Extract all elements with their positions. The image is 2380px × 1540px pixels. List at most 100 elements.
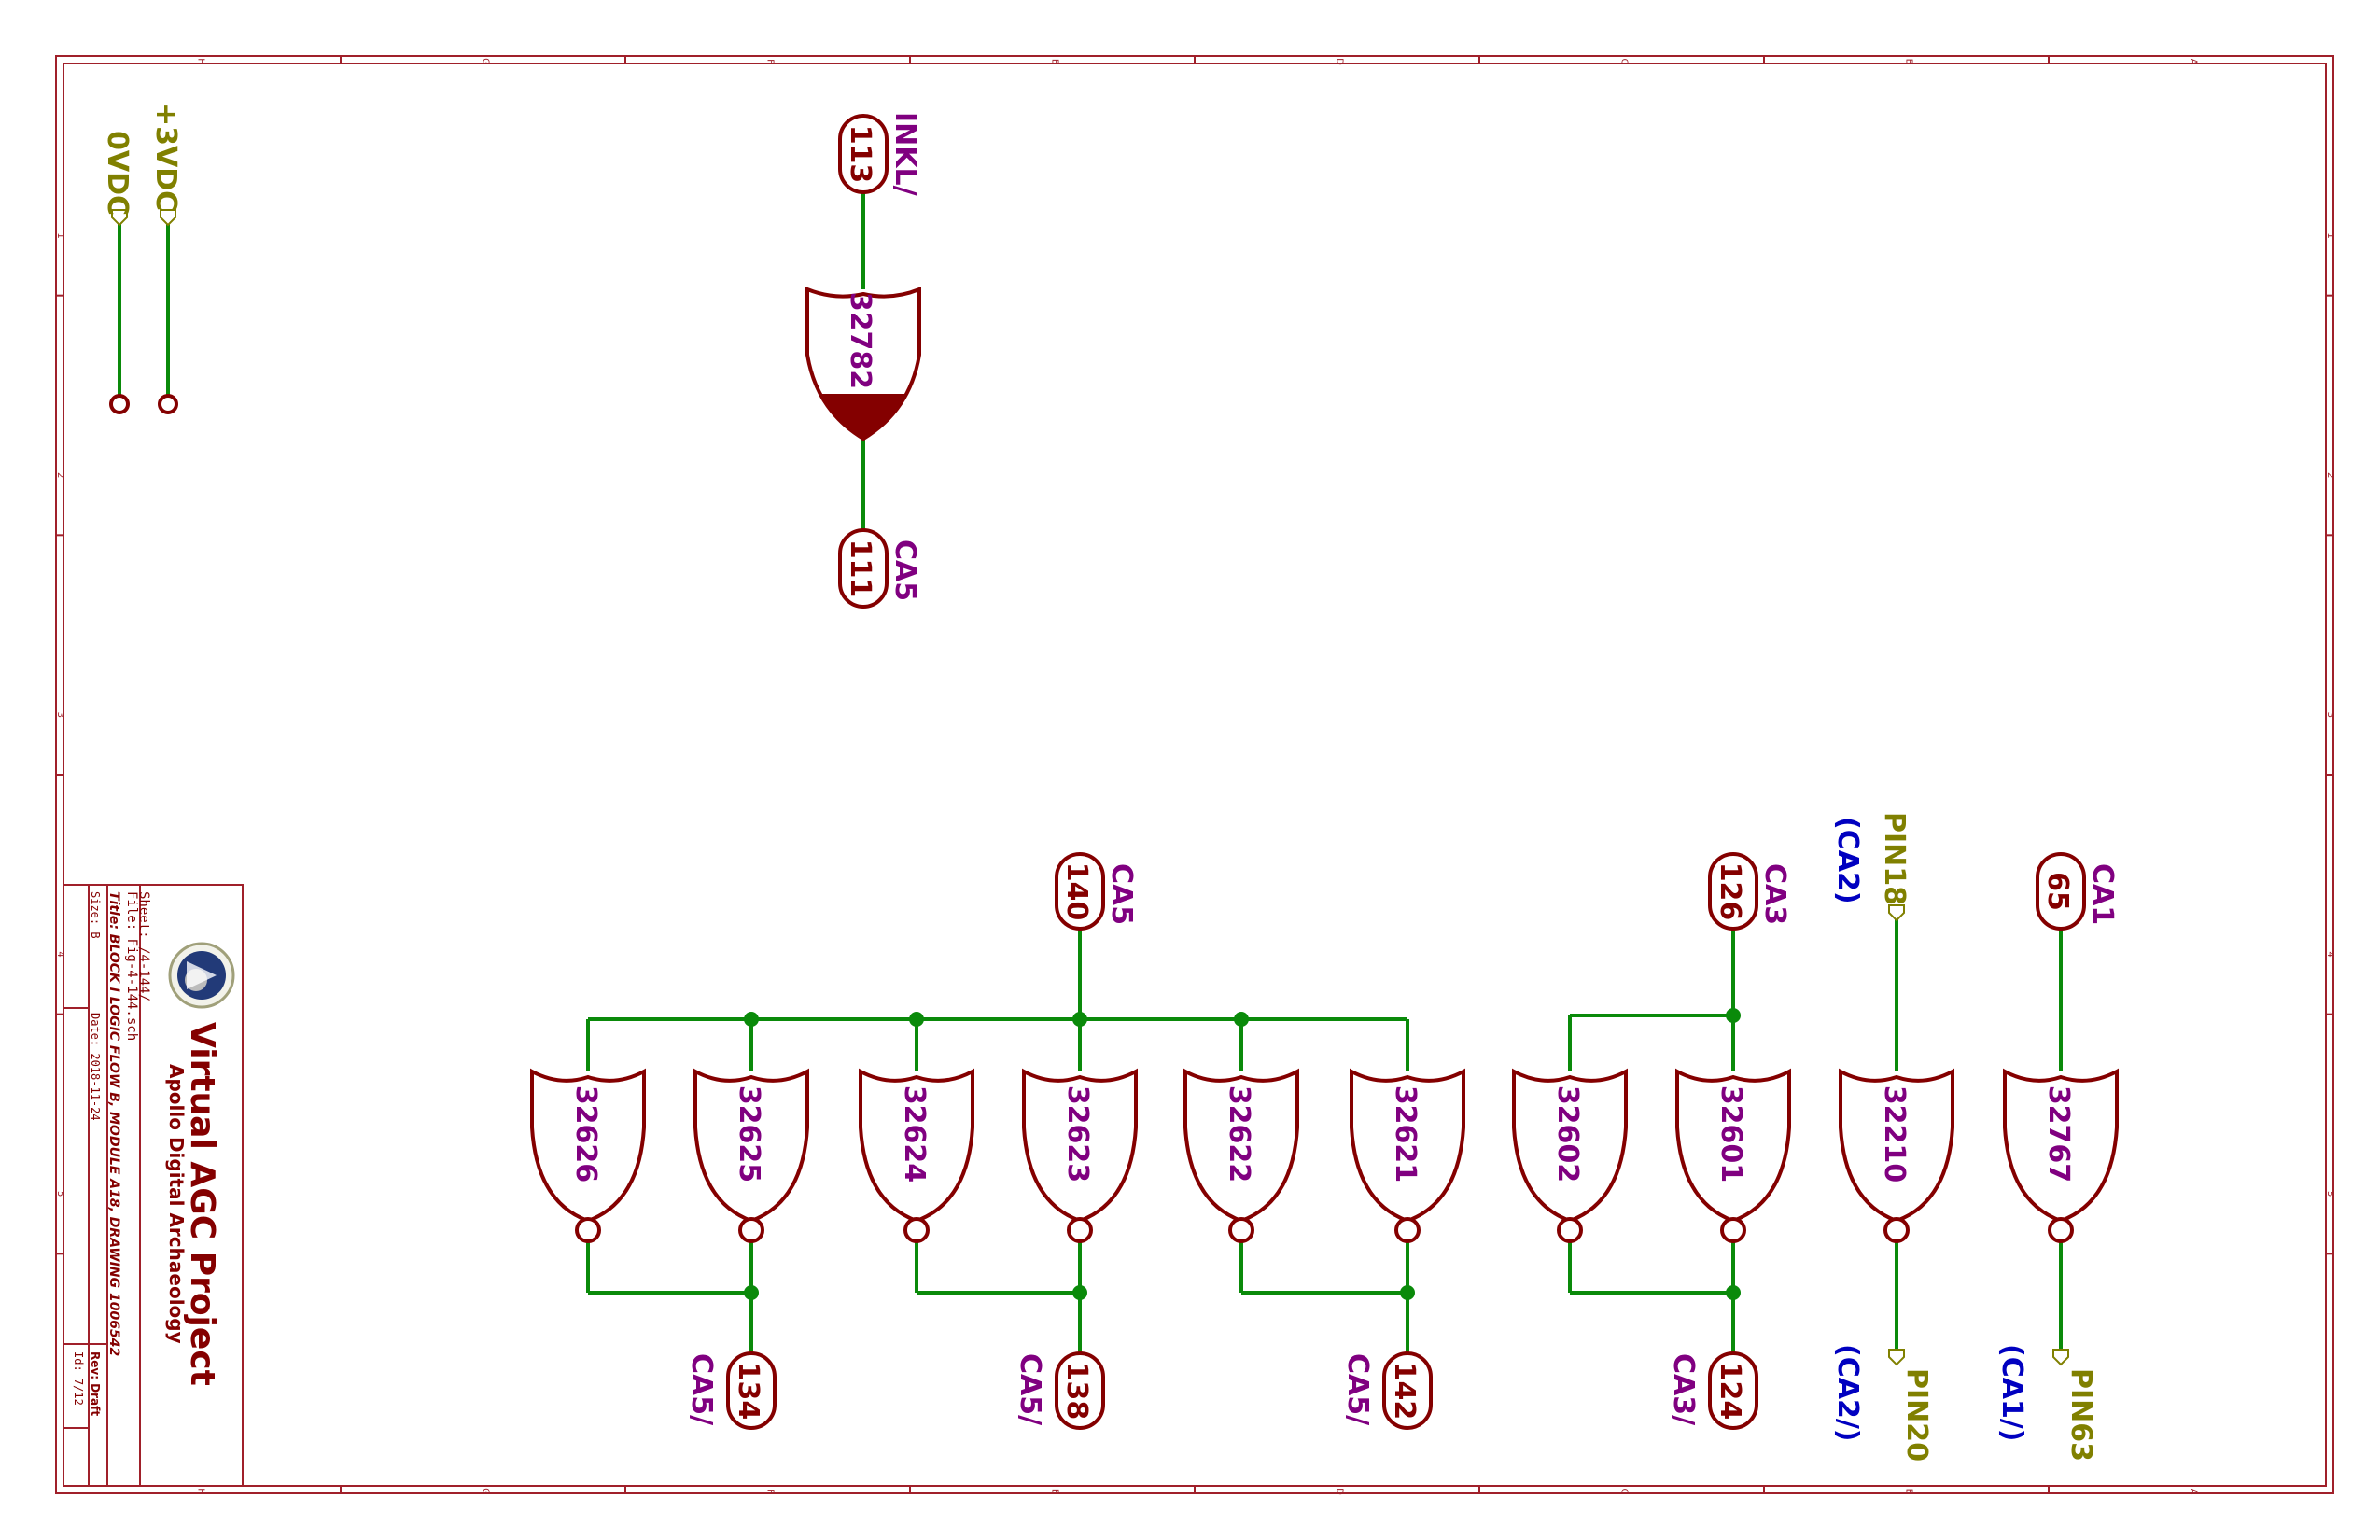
port-arrow-icon xyxy=(1888,1349,1905,1366)
pin-signal: CA5 xyxy=(1105,863,1138,925)
drawing-title: Title: BLOCK I LOGIC FLOW B, MODULE A18,… xyxy=(106,891,121,1356)
border-row-number: 2 xyxy=(55,472,65,478)
connector-pin20[interactable]: PIN20 (CA2/) xyxy=(1831,1344,1933,1462)
connector-pin63[interactable]: PIN63 (CA1/) xyxy=(1995,1344,2097,1462)
vcc-terminal-icon[interactable] xyxy=(158,394,178,414)
border-row-number: 1 xyxy=(2325,232,2335,238)
input-pin-65[interactable]: 65 CA1 xyxy=(2036,852,2119,931)
pin-number: 140 xyxy=(1060,862,1093,921)
vcc-label: +3VDC xyxy=(149,103,182,211)
gate-32782-label: 32782 xyxy=(844,292,876,389)
gate-label: 32626 xyxy=(569,1085,602,1183)
border-column-letter: F xyxy=(765,59,776,64)
gate-32625[interactable]: 32625 xyxy=(693,1070,809,1243)
border-column-letter: H xyxy=(196,1488,206,1495)
gate-label: 32625 xyxy=(733,1085,765,1183)
border-row-number: 5 xyxy=(55,1191,65,1197)
border-column-letter: B xyxy=(1904,1489,1914,1495)
gate-32622[interactable]: 32622 xyxy=(1183,1070,1299,1243)
pin-113-signal: INKL/ xyxy=(889,112,921,196)
input-pin-140[interactable]: 140 CA5 xyxy=(1055,852,1138,931)
border-column-letter: A xyxy=(2189,59,2199,65)
pin-111-number: 111 xyxy=(844,539,876,598)
pin-signal: CA5/ xyxy=(685,1353,718,1425)
file-name: File: Fig-4-144.sch xyxy=(124,891,139,1041)
border-column-letter: G xyxy=(481,58,491,65)
power-rails: 0VDC +3VDC xyxy=(101,103,182,414)
gnd-terminal-icon[interactable] xyxy=(109,394,130,414)
border-row-number: 3 xyxy=(2325,712,2335,718)
pin-113-number: 113 xyxy=(844,125,876,184)
border-row-number: 4 xyxy=(2325,951,2335,957)
gate-label: 32767 xyxy=(2042,1085,2075,1183)
wiring xyxy=(586,919,2063,1353)
gate-label: 32210 xyxy=(1878,1085,1911,1183)
pin-number: 142 xyxy=(1388,1362,1421,1421)
gate-32624[interactable]: 32624 xyxy=(859,1070,974,1243)
sheet-id: Id: 7/12 xyxy=(72,1351,85,1406)
pin-number: 65 xyxy=(2041,872,2074,911)
gate-label: 32622 xyxy=(1223,1085,1255,1183)
gate-label: 32621 xyxy=(1389,1085,1421,1183)
gate-32621[interactable]: 32621 xyxy=(1350,1070,1465,1243)
border-row-number: 2 xyxy=(2325,472,2335,478)
output-pin-124[interactable]: 124 CA3/ xyxy=(1667,1351,1758,1430)
input-pin-126[interactable]: 126 CA3 xyxy=(1708,852,1791,931)
title-block: Virtual AGC Project Apollo Digital Archa… xyxy=(63,884,244,1487)
gate-32601[interactable]: 32601 xyxy=(1675,1070,1791,1243)
connector-signal: (CA2) xyxy=(1831,817,1864,904)
sheet-name: Sheet: /4-144/ xyxy=(136,891,151,1001)
port-arrow-icon xyxy=(2052,1349,2069,1366)
gate-32767[interactable]: 32767 xyxy=(2003,1070,2119,1243)
top-circuit: 113 INKL/ 32782 111 CA5 xyxy=(805,112,921,609)
border-column-letter: B xyxy=(1904,59,1914,65)
pin-111[interactable] xyxy=(838,528,889,609)
port-arrow-icon xyxy=(1888,904,1905,922)
pin-signal: CA1 xyxy=(2086,863,2119,925)
connector-signal: (CA2/) xyxy=(1831,1344,1864,1442)
revision: Rev: Draft xyxy=(89,1351,102,1416)
border-column-letter: F xyxy=(765,1489,776,1494)
border-column-letter: E xyxy=(1050,1489,1060,1494)
output-pin-134[interactable]: 134 CA5/ xyxy=(685,1351,777,1430)
border-row-number: 3 xyxy=(55,712,65,718)
pin-signal: CA5/ xyxy=(1014,1353,1046,1425)
pin-signal: CA3 xyxy=(1758,863,1791,925)
output-pin-138[interactable]: 138 CA5/ xyxy=(1014,1351,1105,1430)
apollo-logo-icon xyxy=(168,942,235,1009)
pin-number: 134 xyxy=(732,1362,764,1421)
pin-113[interactable] xyxy=(838,114,889,194)
gate-label: 32624 xyxy=(898,1085,931,1183)
gate-32623[interactable]: 32623 xyxy=(1022,1070,1138,1243)
connector-signal: (CA1/) xyxy=(1995,1344,2028,1442)
pin-signal: CA5/ xyxy=(1341,1353,1374,1425)
connector-pin18[interactable]: PIN18 (CA2) xyxy=(1831,812,1911,922)
border-column-letter: H xyxy=(196,58,206,65)
drawing-date: Date: 2018-11-24 xyxy=(89,1013,102,1121)
border-column-letter: C xyxy=(1619,1489,1630,1495)
pin-number: 138 xyxy=(1060,1362,1093,1421)
border-column-letter: G xyxy=(481,1488,491,1495)
org-name: Apollo Digital Archaeology xyxy=(165,1064,188,1344)
gate-32782[interactable] xyxy=(805,287,921,441)
connector-pin: PIN18 xyxy=(1878,812,1911,905)
pin-111-signal: CA5 xyxy=(889,539,921,601)
gate-32602[interactable]: 32602 xyxy=(1512,1070,1628,1243)
connector-pin: PIN63 xyxy=(2065,1368,2097,1462)
output-pin-142[interactable]: 142 CA5/ xyxy=(1341,1351,1433,1430)
pin-signal: CA3/ xyxy=(1667,1353,1700,1425)
sheet-size: Size: B xyxy=(89,891,102,939)
gate-32210[interactable]: 32210 xyxy=(1839,1070,1954,1243)
gate-label: 32623 xyxy=(1061,1085,1094,1183)
border-column-letter: A xyxy=(2189,1489,2199,1495)
border-column-letter: C xyxy=(1619,59,1630,65)
gate-32626[interactable]: 32626 xyxy=(530,1070,646,1243)
gnd-label: 0VDC xyxy=(101,131,133,216)
border-row-number: 4 xyxy=(55,951,65,957)
border-column-letter: D xyxy=(1335,58,1345,65)
gate-label: 32601 xyxy=(1715,1085,1747,1183)
junction-dots xyxy=(744,1008,1741,1300)
border-row-number: 1 xyxy=(55,232,65,238)
